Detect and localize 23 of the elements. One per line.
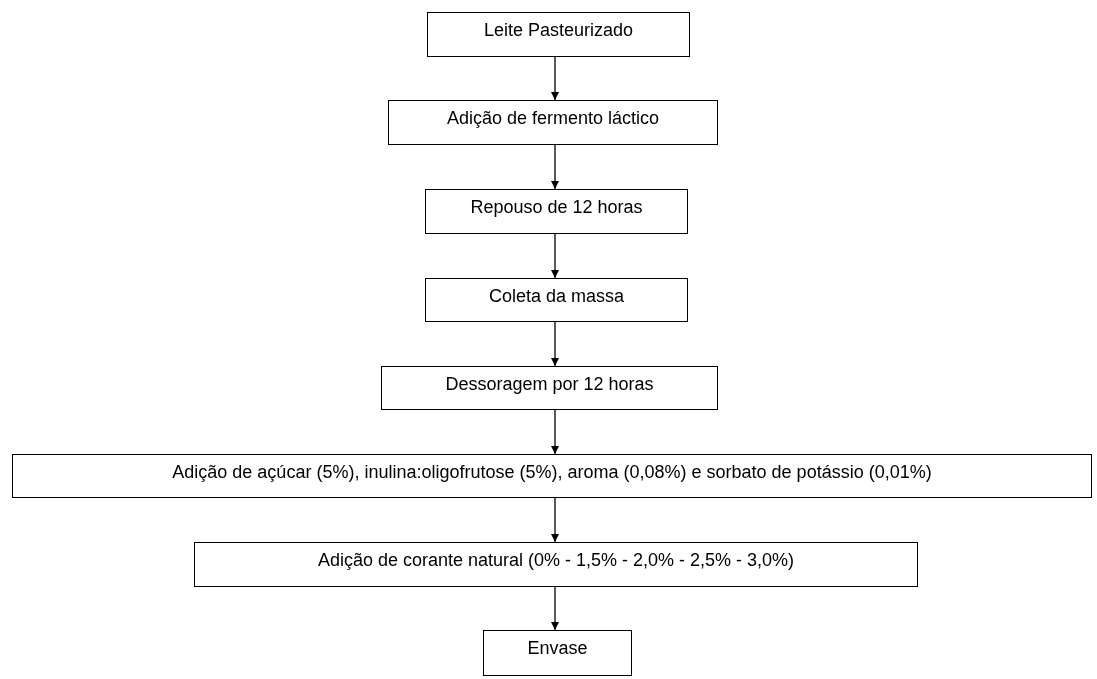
step-text: Envase [527, 638, 588, 660]
process-box [388, 100, 718, 145]
step-text: Dessoragem por 12 horas [445, 374, 654, 396]
process-box [425, 278, 688, 322]
arrow [551, 144, 559, 190]
step-text: Coleta da massa [488, 286, 625, 308]
arrow [551, 56, 559, 101]
step-text: Repouso de 12 horas [470, 197, 643, 219]
arrow [551, 409, 559, 455]
process-box [483, 630, 632, 676]
step-text: Adição de açúcar (5%), inulina:oligofrutose (5%), aroma (0,08%) e sorbato de potássio (0,01%) [172, 462, 932, 484]
process-box [194, 542, 918, 587]
arrow [551, 321, 559, 367]
process-box [425, 189, 688, 234]
step-text: Adição de fermento láctico [446, 108, 660, 130]
arrow [551, 497, 559, 543]
arrow [551, 586, 559, 631]
step-text: Adição de corante natural (0% - 1,5% - 2,0% - 2,5% - 3,0%) [317, 550, 795, 572]
process-box [381, 366, 718, 410]
process-box [12, 454, 1092, 498]
step-text: Leite Pasteurizado [483, 20, 634, 42]
arrow [551, 233, 559, 279]
process-box [427, 12, 690, 57]
